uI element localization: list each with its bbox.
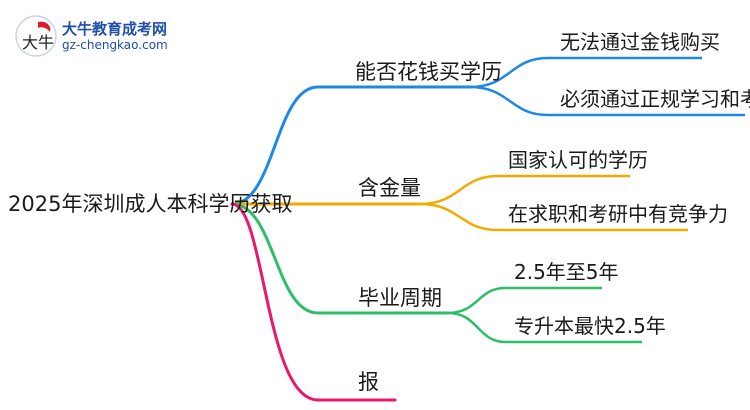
branch-node-value: 含金量 — [358, 176, 421, 200]
root-node: 2025年深圳成人本科学历获取 — [8, 192, 293, 216]
connector-leaf-1-1 — [469, 56, 702, 89]
branch-node-enroll: 报 — [358, 370, 379, 394]
svg-text:大牛: 大牛 — [22, 33, 54, 52]
connector-branch-3 — [230, 202, 450, 315]
connector-leaf-2-1 — [419, 174, 630, 206]
leaf-node: 专升本最快2.5年 — [514, 314, 666, 338]
logo-name: 大牛教育成考网 — [62, 20, 168, 38]
leaf-node: 国家认可的学历 — [508, 148, 648, 172]
connector-leaf-1-2 — [469, 85, 745, 117]
connector-branch-4 — [230, 202, 397, 402]
leaf-node: 在求职和考研中有竞争力 — [508, 202, 728, 226]
logo-domain: gz-chengkao.com — [62, 38, 168, 52]
connector-leaf-3-2 — [447, 311, 642, 344]
leaf-node: 无法通过金钱购买 — [560, 30, 720, 54]
branch-node-buy-degree: 能否花钱买学历 — [355, 60, 502, 84]
connector-leaf-2-2 — [419, 202, 688, 232]
connector-leaf-3-1 — [447, 286, 602, 315]
logo-mark-icon: 大牛 — [15, 15, 57, 57]
branch-node-duration: 毕业周期 — [358, 286, 442, 310]
leaf-node: 2.5年至5年 — [514, 260, 619, 284]
leaf-node: 必须通过正规学习和考试 — [560, 87, 750, 111]
connector-branch-1 — [230, 85, 472, 206]
site-logo: 大牛 大牛教育成考网 gz-chengkao.com — [14, 14, 214, 58]
